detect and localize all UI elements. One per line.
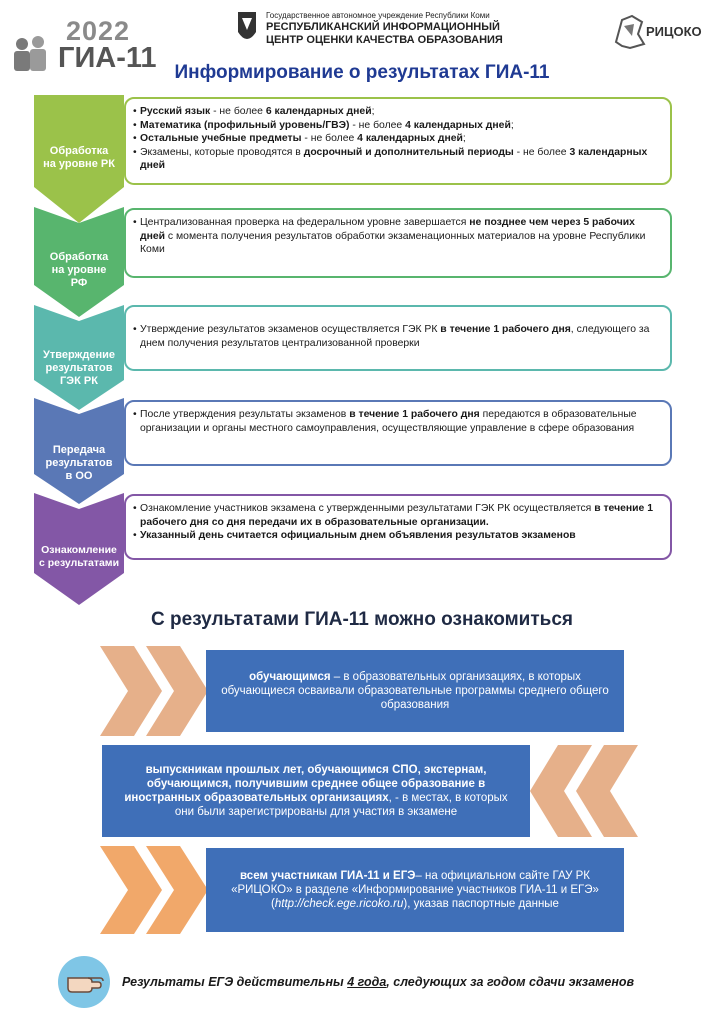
- step-label-line: Обработка: [49, 145, 109, 157]
- list-item: Указанный день считается официальным дне…: [133, 529, 660, 543]
- step-arrow-transfer: Передача результатов в ОО: [34, 398, 124, 504]
- list-item: Экзамены, которые проводятся в досрочный…: [133, 146, 660, 173]
- organization-logo: Государственное автономное учреждение Ре…: [236, 10, 526, 50]
- list-item: Остальные учебные предметы - не более 4 …: [133, 132, 660, 146]
- chevron-right-icon: [100, 846, 208, 934]
- step-label-line: в ОО: [65, 470, 93, 482]
- list-item: Математика (профильный уровень/ГВЭ) - не…: [133, 119, 660, 133]
- list-item: Утверждение результатов экзаменов осущес…: [133, 323, 660, 350]
- gia-logo: 2022 ГИА-11: [8, 14, 158, 74]
- org-name-line1: РЕСПУБЛИКАНСКИЙ ИНФОРМАЦИОННЫЙ: [266, 21, 500, 33]
- pointing-hand-icon: [58, 956, 110, 1008]
- list-item: Русский язык - не более 6 календарных дн…: [133, 105, 660, 119]
- year-label: 2022: [66, 16, 131, 46]
- list-item: После утверждения результаты экзаменов в…: [133, 408, 660, 435]
- step-label-line: Передача: [52, 444, 106, 456]
- org-subtitle: Государственное автономное учреждение Ре…: [266, 11, 490, 20]
- step-label-line: Ознакомление: [41, 544, 117, 556]
- step-box-processing-rk: Русский язык - не более 6 календарных дн…: [124, 97, 672, 185]
- step-arrow-familiarization: Ознакомление с результатами: [34, 493, 124, 605]
- option-text: выпускникам прошлых лет, обучающимся СПО…: [124, 764, 508, 818]
- step-box-transfer: После утверждения результаты экзаменов в…: [124, 400, 672, 466]
- option-text: всем участникам ГИА-11 и ЕГЭ– на официал…: [231, 870, 599, 910]
- page-title: Информирование о результатах ГИА-11: [174, 62, 550, 83]
- step-label-line: ГЭК РК: [60, 375, 98, 387]
- step-label-line: результатов: [45, 457, 113, 469]
- step-box-familiarization: Ознакомление участников экзамена с утвер…: [124, 494, 672, 560]
- step-box-processing-rf: Централизованная проверка на федеральном…: [124, 208, 672, 278]
- section-title: С результатами ГИА-11 можно ознакомиться: [151, 609, 573, 630]
- list-item: Централизованная проверка на федеральном…: [133, 216, 660, 257]
- step-label-line: РФ: [70, 277, 88, 289]
- step-label-line: с результатами: [38, 557, 120, 569]
- step-arrow-processing-rf: Обработка на уровне РФ: [34, 207, 124, 317]
- map-icon: [614, 14, 646, 50]
- step-box-approval: Утверждение результатов экзаменов осущес…: [124, 305, 672, 371]
- org-name-line2: ЦЕНТР ОЦЕНКИ КАЧЕСТВА ОБРАЗОВАНИЯ: [266, 34, 503, 46]
- option-text: обучающимся – в образовательных организа…: [221, 671, 609, 711]
- chevron-left-icon: [530, 745, 638, 837]
- option-box-graduates: выпускникам прошлых лет, обучающимся СПО…: [102, 745, 530, 837]
- option-box-all-participants: всем участникам ГИА-11 и ЕГЭ– на официал…: [206, 848, 624, 932]
- ricoko-logo: РИЦОКО: [612, 12, 712, 52]
- step-label-line: на уровне: [51, 264, 107, 276]
- step-label-line: на уровне РК: [43, 158, 115, 170]
- step-label-line: Утверждение: [43, 349, 115, 361]
- chevron-right-icon: [100, 646, 208, 736]
- footer-note: Результаты ЕГЭ действительны 4 года, сле…: [122, 975, 635, 989]
- step-arrow-processing-rk: Обработка на уровне РК: [34, 95, 124, 223]
- step-label-line: Обработка: [49, 251, 109, 263]
- exam-label: ГИА-11: [58, 42, 157, 74]
- emblem-icon: [238, 12, 256, 39]
- people-icon: [14, 36, 46, 71]
- step-label-line: результатов: [45, 362, 113, 374]
- ricoko-name: РИЦОКО: [646, 24, 702, 39]
- option-box-students: обучающимся – в образовательных организа…: [206, 650, 624, 732]
- list-item: Ознакомление участников экзамена с утвер…: [133, 502, 660, 529]
- step-arrow-approval: Утверждение результатов ГЭК РК: [34, 305, 124, 410]
